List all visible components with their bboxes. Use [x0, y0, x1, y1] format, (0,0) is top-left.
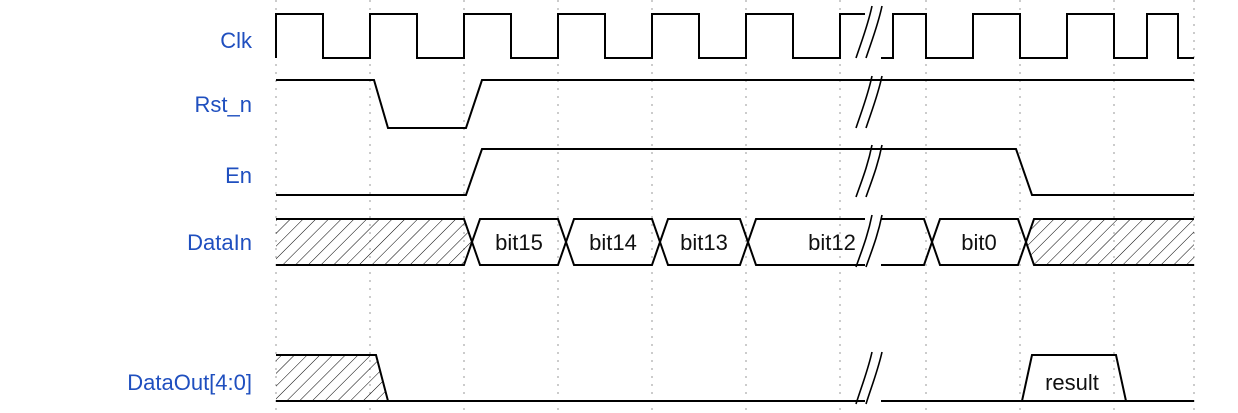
rst-waveform	[276, 79, 1194, 129]
datain-segment-bit12	[747, 218, 865, 266]
en-waveform	[276, 148, 1194, 196]
signal-label-dataout: DataOut[4:0]	[127, 370, 252, 395]
break-mark	[855, 214, 883, 268]
datain-label-bit0: bit0	[961, 230, 996, 255]
break-mark	[855, 75, 883, 129]
datain-hatched-end	[1026, 219, 1194, 265]
clock-grid	[275, 0, 1195, 413]
datain-label-bit15: bit15	[495, 230, 543, 255]
dataout-hatched-start	[276, 355, 388, 401]
dataout-bus: result	[276, 354, 1194, 402]
break-mark	[855, 351, 883, 405]
clk-waveform	[275, 13, 1194, 59]
signal-label-clk: Clk	[220, 28, 253, 53]
signal-label-rst: Rst_n	[195, 92, 252, 117]
datain-label-bit14: bit14	[589, 230, 637, 255]
dataout-edge-start	[276, 354, 389, 402]
datain-segment-gap	[881, 218, 934, 266]
datain-label-bit12: bit12	[808, 230, 856, 255]
datain-hatched-start	[276, 219, 472, 265]
signal-label-datain: DataIn	[187, 230, 252, 255]
datain-edge-end	[1025, 218, 1194, 266]
dataout-label-result: result	[1045, 370, 1099, 395]
time-break-marks	[855, 5, 883, 405]
dataout-segment-result	[1021, 354, 1127, 402]
signal-label-en: En	[225, 163, 252, 188]
break-mark	[855, 5, 883, 59]
datain-label-bit13: bit13	[680, 230, 728, 255]
datain-bus: bit15 bit14 bit13 bit12 bit0	[276, 218, 1194, 266]
break-mark	[855, 144, 883, 198]
